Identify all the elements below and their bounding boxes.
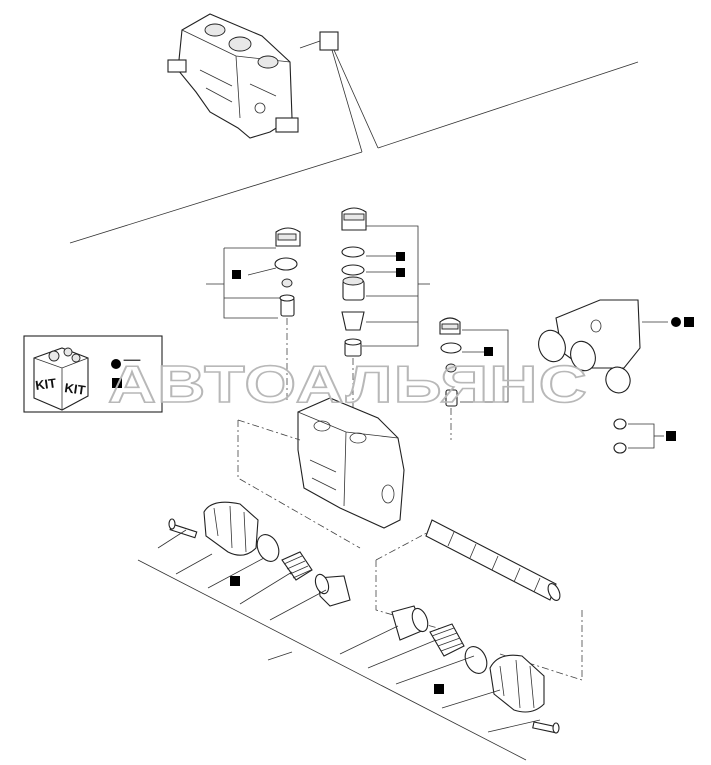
lower-left-cap-assembly	[168, 501, 351, 607]
dashed-assembly-lines	[237, 419, 583, 681]
watermark-text: АВТОАЛЬЯНС	[108, 356, 588, 414]
lower-leader-fan	[137, 529, 541, 761]
separator-line-left	[69, 151, 363, 244]
square-marker-left-stack	[232, 270, 241, 279]
circle-marker-flange	[671, 317, 681, 327]
square-marker-right-stack	[484, 347, 493, 356]
right-stack-bracket	[460, 329, 509, 403]
separator-line-right	[377, 61, 639, 149]
left-plug-stack	[274, 227, 301, 400]
spring-right	[429, 623, 465, 657]
flange-with-orings	[538, 299, 668, 394]
circle-marker-kit	[111, 359, 121, 369]
square-marker-lower-right	[434, 684, 444, 694]
square-marker-kit	[112, 378, 122, 388]
valve-assembly-thumbnail	[167, 13, 299, 139]
kit-box: KIT KIT	[23, 335, 163, 413]
square-marker-small-orings	[666, 431, 676, 441]
kit-label-left: KIT	[34, 375, 57, 393]
square-marker-center-1	[396, 252, 405, 261]
main-valve-body	[297, 397, 405, 529]
left-stack-bracket	[206, 247, 280, 319]
spring-left	[281, 551, 313, 581]
center-stack-bracket	[362, 225, 430, 347]
square-marker-flange	[684, 317, 694, 327]
spool-shaft	[425, 519, 561, 601]
lower-right-cap-assembly	[391, 605, 560, 734]
square-marker-center-2	[396, 268, 405, 277]
square-marker-lower-left	[230, 576, 240, 586]
small-orings-pair	[613, 418, 664, 454]
kit-label-right: KIT	[64, 380, 87, 398]
reference-box-top	[319, 31, 339, 51]
center-plug-stack	[341, 207, 367, 440]
leader-lines-top	[299, 40, 379, 153]
right-plug-stack	[439, 317, 462, 440]
